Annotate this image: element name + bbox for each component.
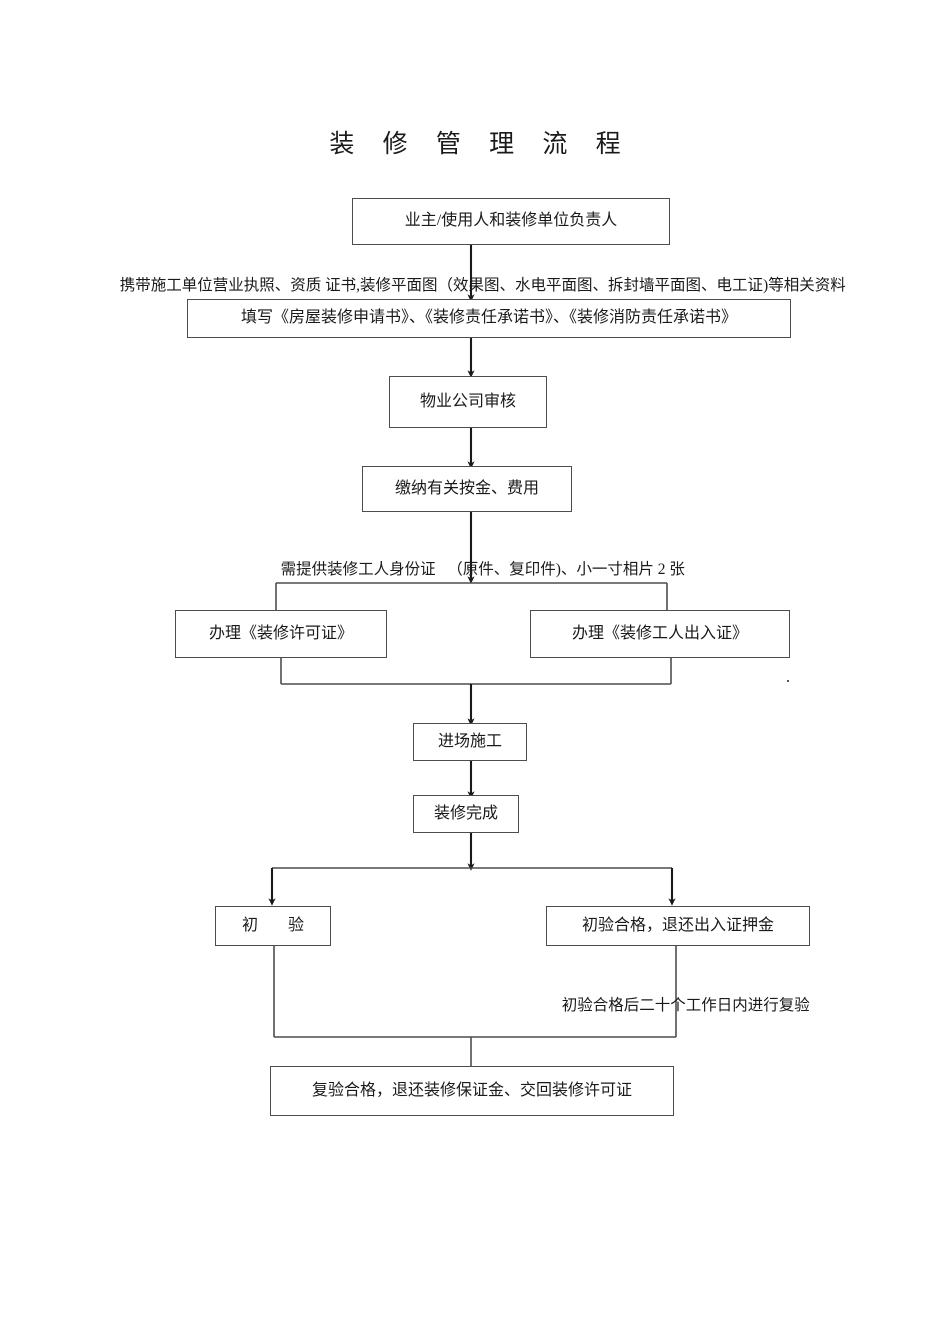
node-refund-pass-label: 初验合格，退还出入证押金 [581, 916, 774, 934]
node-construction[interactable]: 进场施工 [413, 723, 527, 761]
node-construction-label: 进场施工 [437, 732, 502, 750]
note-worker-id-text: 需提供装修工人身份证 （原件、复印件)、小一寸相片 2 张 [280, 561, 685, 579]
node-finished[interactable]: 装修完成 [413, 795, 519, 833]
node-owner-label: 业主/使用人和装修单位负责人 [404, 212, 618, 230]
note-worker-id: 需提供装修工人身份证 （原件、复印件)、小一寸相片 2 张 [0, 541, 950, 599]
node-payment[interactable]: 缴纳有关按金、费用 [362, 466, 572, 512]
node-forms[interactable]: 填写《房屋装修申请书》、《装修责任承诺书》、《装修消防责任承诺书》 [187, 299, 791, 338]
note-documents-text: 携带施工单位营业执照、资质 证书,装修平面图（效果图、水电平面图、拆封墙平面图、… [119, 277, 846, 295]
node-permit[interactable]: 办理《装修许可证》 [175, 610, 387, 658]
stray-dot-right [787, 680, 789, 682]
page-title: 装 修 管 理 流 程 [329, 131, 632, 158]
node-first-check-label: 初 验 [241, 916, 311, 934]
node-first-check[interactable]: 初 验 [215, 906, 331, 946]
note-recheck: 初验合格后二十个工作日内进行复验 [546, 977, 810, 1035]
node-owner[interactable]: 业主/使用人和装修单位负责人 [352, 198, 670, 245]
node-final-label: 复验合格，退还装修保证金、交回装修许可证 [311, 1081, 632, 1099]
node-permit-label: 办理《装修许可证》 [208, 624, 353, 642]
node-finished-label: 装修完成 [433, 804, 498, 822]
node-review-label: 物业公司审核 [419, 392, 516, 410]
node-forms-label: 填写《房屋装修申请书》、《装修责任承诺书》、《装修消防责任承诺书》 [240, 309, 737, 327]
node-review[interactable]: 物业公司审核 [389, 376, 547, 428]
node-worker-pass-label: 办理《装修工人出入证》 [571, 624, 748, 642]
node-final[interactable]: 复验合格，退还装修保证金、交回装修许可证 [270, 1066, 674, 1116]
note-recheck-text: 初验合格后二十个工作日内进行复验 [561, 997, 810, 1015]
node-worker-pass[interactable]: 办理《装修工人出入证》 [530, 610, 790, 658]
node-refund-pass[interactable]: 初验合格，退还出入证押金 [546, 906, 810, 946]
note-documents: 携带施工单位营业执照、资质 证书,装修平面图（效果图、水电平面图、拆封墙平面图、… [0, 257, 950, 315]
node-payment-label: 缴纳有关按金、费用 [394, 479, 539, 497]
